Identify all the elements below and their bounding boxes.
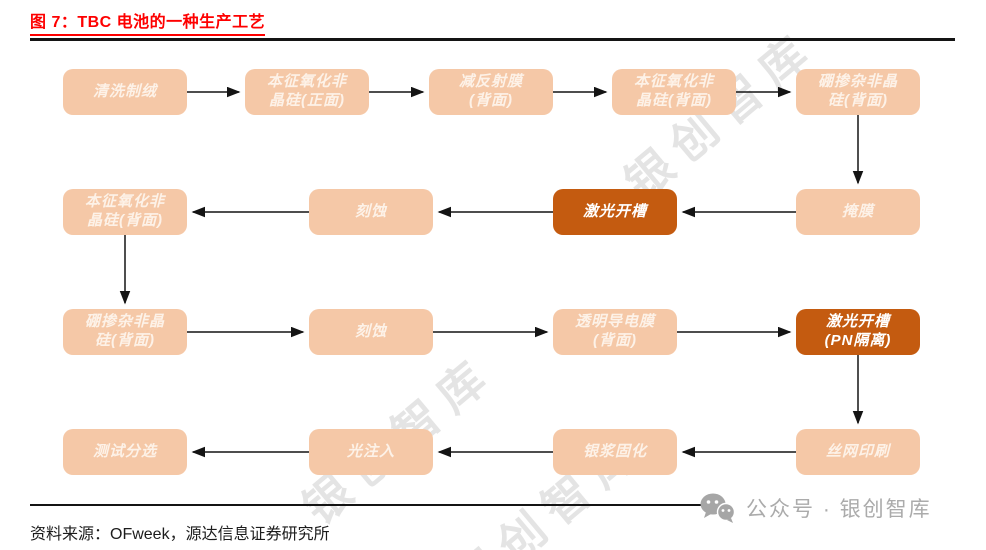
node-etch-1: 刻蚀 xyxy=(309,189,433,235)
node-boron-doped-a-si-back-2: 硼掺杂非晶 硅(背面) xyxy=(63,309,187,355)
node-intrinsic-a-si-front: 本征氧化非 晶硅(正面) xyxy=(245,69,369,115)
node-laser-groove-pn-isolation: 激光开槽 (PN隔离) xyxy=(796,309,920,355)
figure-title: 图 7：TBC 电池的一种生产工艺 xyxy=(30,8,266,36)
node-laser-groove: 激光开槽 xyxy=(553,189,677,235)
diagonal-watermark: 银创智库 xyxy=(287,326,513,534)
node-tco-back: 透明导电膜 (背面) xyxy=(553,309,677,355)
diagonal-watermark: 银创智库 xyxy=(443,420,655,550)
footer-divider xyxy=(30,504,702,506)
node-screen-printing: 丝网印刷 xyxy=(796,429,920,475)
node-ar-film-back: 减反射膜 (背面) xyxy=(429,69,553,115)
wechat-icon xyxy=(698,492,738,524)
node-intrinsic-a-si-back-2: 本征氧化非 晶硅(背面) xyxy=(63,189,187,235)
node-test-sorting: 测试分选 xyxy=(63,429,187,475)
header-divider xyxy=(30,38,955,41)
node-silver-paste-cure: 银浆固化 xyxy=(553,429,677,475)
node-boron-doped-a-si-back-1: 硼掺杂非晶 硅(背面) xyxy=(796,69,920,115)
node-intrinsic-a-si-back-1: 本征氧化非 晶硅(背面) xyxy=(612,69,736,115)
brand-watermark-text: 公众号 · 银创智库 xyxy=(746,498,932,521)
source-note: 资料来源：OFweek，源达信息证券研究所 xyxy=(30,526,330,543)
node-mask: 掩膜 xyxy=(796,189,920,235)
node-light-injection: 光注入 xyxy=(309,429,433,475)
node-clean-texturing: 清洗制绒 xyxy=(63,69,187,115)
brand-watermark: 公众号 · 银创智库 xyxy=(698,492,932,524)
node-etch-2: 刻蚀 xyxy=(309,309,433,355)
